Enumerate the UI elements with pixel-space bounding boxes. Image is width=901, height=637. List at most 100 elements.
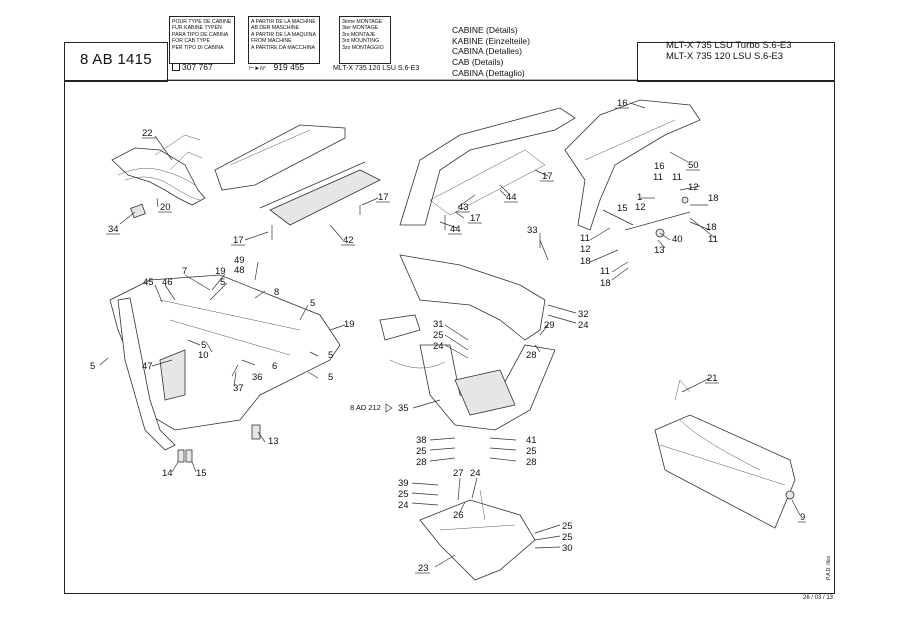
callout-12: 12 — [688, 182, 699, 193]
callout-30: 30 — [562, 543, 573, 554]
reference-code: 8 AB 1415 — [80, 51, 152, 68]
callout-20: 20 — [160, 202, 171, 213]
callout-31: 31 — [433, 319, 444, 330]
callout-29: 29 — [544, 320, 555, 331]
wiring-harness-part — [111, 134, 206, 219]
footer-date: 26 / 03 / 13 — [803, 595, 834, 601]
callout-labels: 22 20 34 17 42 17 44 43 17 44 17 16 50 1… — [90, 98, 805, 574]
callout-8: 8 — [274, 287, 279, 298]
mounting-box — [339, 16, 391, 64]
callout-11: 11 — [708, 234, 718, 245]
callout-32: 32 — [578, 309, 589, 320]
callout-5: 5 — [328, 350, 333, 361]
roof-panel-part — [399, 107, 576, 230]
square-icon — [172, 63, 180, 71]
callout-40: 40 — [672, 234, 683, 245]
callout-14: 15 — [196, 468, 207, 479]
callout-17: 17 — [542, 171, 553, 182]
cross-ref-arrow-icon — [385, 403, 393, 413]
cab-type-value: 307 767 — [172, 62, 213, 73]
callout-5: 5 — [90, 361, 95, 372]
callout-13: 13 — [268, 436, 279, 447]
callout-18: 18 — [708, 193, 719, 204]
callout-11: 11 — [672, 172, 682, 183]
callout-underlines — [106, 107, 806, 574]
machine-labels: A PARTIR DE LA MACHINE AB DER MASCHINE A… — [251, 19, 316, 51]
model-box — [637, 42, 835, 82]
callout-22: 22 — [142, 128, 153, 139]
callout-13: 14 — [162, 468, 173, 479]
callout-11: 11 — [653, 172, 663, 183]
callout-15: 15 — [617, 203, 628, 214]
callout-5: 5 — [220, 277, 225, 288]
callout-19: 19 — [215, 266, 226, 277]
diagram-frame — [64, 80, 835, 594]
mounting-model: MLT-X 735 120 LSU S.6-E3 — [333, 65, 420, 72]
callout-10: 10 — [198, 350, 209, 361]
cab-type-labels: POUR TYPE DE CABINE FUR KABINE TYPEN PAR… — [172, 19, 232, 51]
callout-25: 25 — [416, 446, 427, 457]
callout-18: 18 — [600, 278, 611, 289]
callout-24: 24 — [470, 468, 481, 479]
callout-39: 39 — [398, 478, 409, 489]
section-title: CABINE (Détails) KABINE (Einzelteile) CA… — [452, 25, 530, 78]
callout-12: 12 — [635, 202, 646, 213]
callout-26: 27 — [453, 468, 464, 479]
callout-18: 18 — [706, 222, 717, 233]
arrow-icon: ⊢► — [249, 66, 261, 72]
footer-side-note: P.A.D. Illus — [826, 555, 832, 580]
callout-49: 49 — [234, 255, 245, 266]
callout-37: 37 — [233, 383, 244, 394]
cab-floor-part — [109, 274, 341, 463]
callout-41: 41 — [526, 435, 537, 446]
rear-panel-part — [654, 379, 796, 529]
callout-45: 45 — [143, 277, 154, 288]
callout-11: 11 — [600, 266, 610, 277]
callout-25: 26 — [453, 510, 464, 521]
callout-38: 38 — [416, 435, 427, 446]
callout-27: 28 — [526, 350, 537, 361]
callout-11: 11 — [580, 233, 590, 244]
callout-28: 28 — [416, 457, 427, 468]
callout-21: 21 — [707, 373, 718, 384]
callout-19: 19 — [344, 319, 355, 330]
callout-35: 35 — [398, 403, 409, 414]
callout-1: 1 — [637, 192, 642, 203]
model-list: MLT-X 735 LSU Turbo S.6-E3 MLT-X 735 120… — [666, 40, 792, 62]
callout-24: 24 — [398, 500, 409, 511]
callout-24: 24 — [578, 320, 589, 331]
callout-16: 16 — [654, 161, 665, 172]
callout-5: 5 — [310, 298, 315, 309]
machine-number: ⊢►N°. 919 455 — [249, 62, 305, 72]
callout-47: 47 — [142, 361, 153, 372]
leader-lines — [99, 102, 801, 568]
callout-24: 25 — [562, 521, 573, 532]
callout-44: 44 — [450, 224, 461, 235]
callout-5: 5 — [201, 340, 206, 351]
callout-6: 6 — [272, 361, 277, 372]
callout-44: 44 — [506, 192, 517, 203]
callout-34: 34 — [108, 224, 119, 235]
cab-type-box — [169, 16, 235, 64]
bottom-tray-part — [419, 489, 536, 581]
machine-box — [248, 16, 320, 64]
roof-frame-part — [564, 99, 701, 238]
callout-28: 28 — [526, 457, 537, 468]
callout-46: 46 — [162, 277, 173, 288]
callout-42: 42 — [343, 235, 354, 246]
callout-25: 25 — [398, 489, 409, 500]
callout-48: 48 — [234, 265, 245, 276]
callout-36: 36 — [252, 372, 263, 383]
callout-7: 7 — [182, 266, 187, 277]
callout-17: 17 — [378, 192, 389, 203]
callout-25: 25 — [433, 330, 444, 341]
callout-18: 18 — [580, 256, 591, 267]
callout-24: 24 — [433, 341, 444, 352]
header-ref-box — [64, 42, 168, 82]
mounting-labels: 3ème MONTAGE 3ter MONTAGE 3ro MONTAJE 3r… — [342, 19, 384, 51]
callout-25: 25 — [562, 532, 573, 543]
callout-43: 43 — [458, 202, 469, 213]
callout-50: 50 — [688, 160, 699, 171]
callout-33: 33 — [527, 225, 538, 236]
